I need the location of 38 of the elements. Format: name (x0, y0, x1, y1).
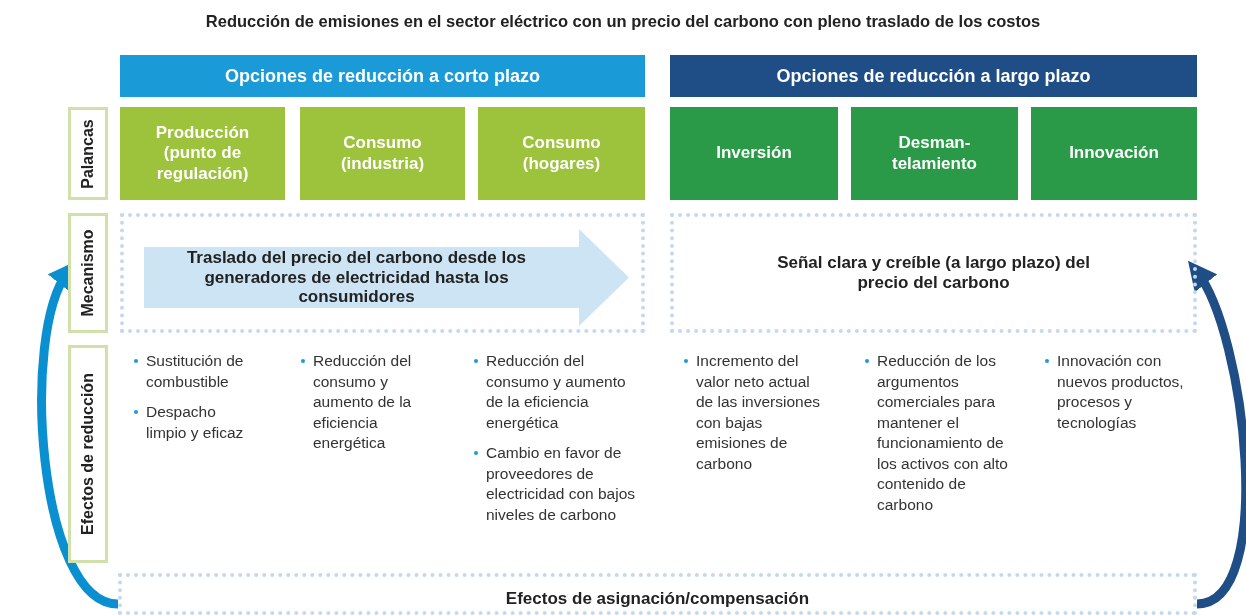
bullet-text: Reducción del consumo y aumento de la eficiencia energética (486, 352, 626, 431)
bullet-text: Reducción de los argumentos comerciales para mantener el funcionamiento de los activos con alto contenido de carbono (877, 352, 1008, 513)
mechanism-box (120, 213, 645, 333)
row-label: Mecanismo (79, 229, 97, 317)
box-label: Producción (punto de regulación) (154, 122, 251, 185)
header-band (120, 55, 645, 97)
box-label: Consumo (industria) (339, 133, 426, 174)
row-label: Efectos de reducción (79, 373, 97, 535)
mechanism-box (670, 213, 1197, 333)
box-text: Traslado del precio del carbono desde los generadores de electricidad hasta los consumidores (185, 248, 528, 307)
lever-box (300, 107, 465, 200)
lever-box (478, 107, 645, 200)
bullet-text: Incremento del valor neto actual de las inversiones con bajas emisiones de carbono (696, 352, 821, 472)
lever-box (120, 107, 285, 200)
box-label: Opciones de reducción a corto plazo (224, 65, 541, 87)
box-label: Innovación (1069, 143, 1159, 164)
arrow-shape (144, 229, 629, 326)
box-label: Desman- telamiento (891, 133, 978, 174)
row-label-box (68, 107, 108, 200)
box-text: Efectos de asignación/compensación (505, 589, 810, 609)
box-label: Opciones de reducción a largo plazo (776, 65, 1091, 87)
bullet-text: Innovación con nuevos productos, procesos y tecnologías (1057, 352, 1184, 431)
row-label: Palancas (79, 118, 97, 189)
header-band (670, 55, 1197, 97)
bullet-text: Sustitución de combustible (146, 352, 244, 390)
row-label-box (68, 213, 108, 333)
bullet-text: Despacho limpio y eficaz (146, 403, 244, 441)
box-label: Consumo (hogares) (521, 133, 602, 174)
box-text: Señal clara y creíble (a largo plazo) del precio del carbono (776, 253, 1091, 293)
lever-box (670, 107, 838, 200)
lever-box (851, 107, 1018, 200)
box-label: Inversión (716, 143, 792, 164)
lever-box (1031, 107, 1197, 200)
diagram-title: Reducción de emisiones en el sector eléctrico con un precio del carbono con pleno traslado de los costos (204, 12, 1042, 31)
bullet-text: Reducción del consumo y aumento de la eficiencia energética (313, 352, 412, 451)
effects-box (118, 573, 1197, 615)
row-label-box (68, 345, 108, 563)
bullet-text: Cambio en favor de proveedores de electricidad con bajos niveles de carbono (486, 444, 636, 523)
